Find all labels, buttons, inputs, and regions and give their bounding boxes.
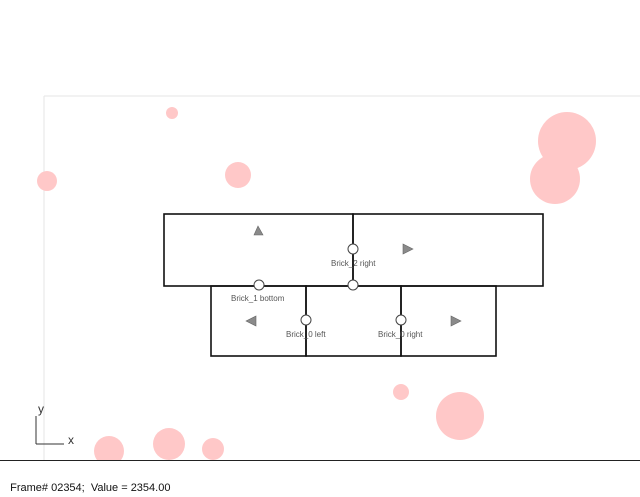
simulation-viewport[interactable]: Brick_2 right Brick_1 bottom Brick_0 lef…	[0, 0, 640, 460]
label-brick0-left: Brick_0 left	[286, 330, 326, 339]
axis-indicator: y x	[35, 402, 74, 447]
label-brick1-bottom: Brick_1 bottom	[231, 294, 285, 303]
particle	[166, 107, 178, 119]
label-brick0-right: Brick_0 right	[378, 330, 423, 339]
particle	[530, 154, 580, 204]
joint-brick2-right[interactable]	[347, 243, 359, 255]
particle	[436, 392, 484, 440]
status-bar: Frame# 02354; Value = 2354.00	[0, 460, 640, 494]
label-brick2-right: Brick_2 right	[331, 259, 376, 268]
arrow-right-icon	[402, 243, 414, 255]
brick-upper-left	[163, 213, 354, 287]
particle	[153, 428, 185, 460]
joint-center[interactable]	[347, 279, 359, 291]
arrow-up-icon	[253, 225, 264, 236]
axis-y-label: y	[38, 402, 44, 416]
particle	[37, 171, 57, 191]
particle	[225, 162, 251, 188]
particle	[202, 438, 224, 460]
arrow-left-icon	[245, 315, 257, 327]
axis-x-label: x	[68, 433, 74, 447]
direction-arrows	[245, 225, 462, 327]
brick-lower-right	[400, 285, 497, 357]
status-text: Frame# 02354; Value = 2354.00	[10, 482, 171, 494]
joint-brick0-right[interactable]	[395, 314, 407, 326]
joint-brick1-bottom[interactable]	[253, 279, 265, 291]
particle	[393, 384, 409, 400]
joints	[253, 243, 407, 326]
particles	[37, 107, 596, 460]
joint-brick0-left[interactable]	[300, 314, 312, 326]
brick-upper-right	[352, 213, 544, 287]
particle	[94, 436, 124, 460]
arrow-right-icon	[450, 315, 462, 327]
brick-lower-middle	[305, 285, 402, 357]
